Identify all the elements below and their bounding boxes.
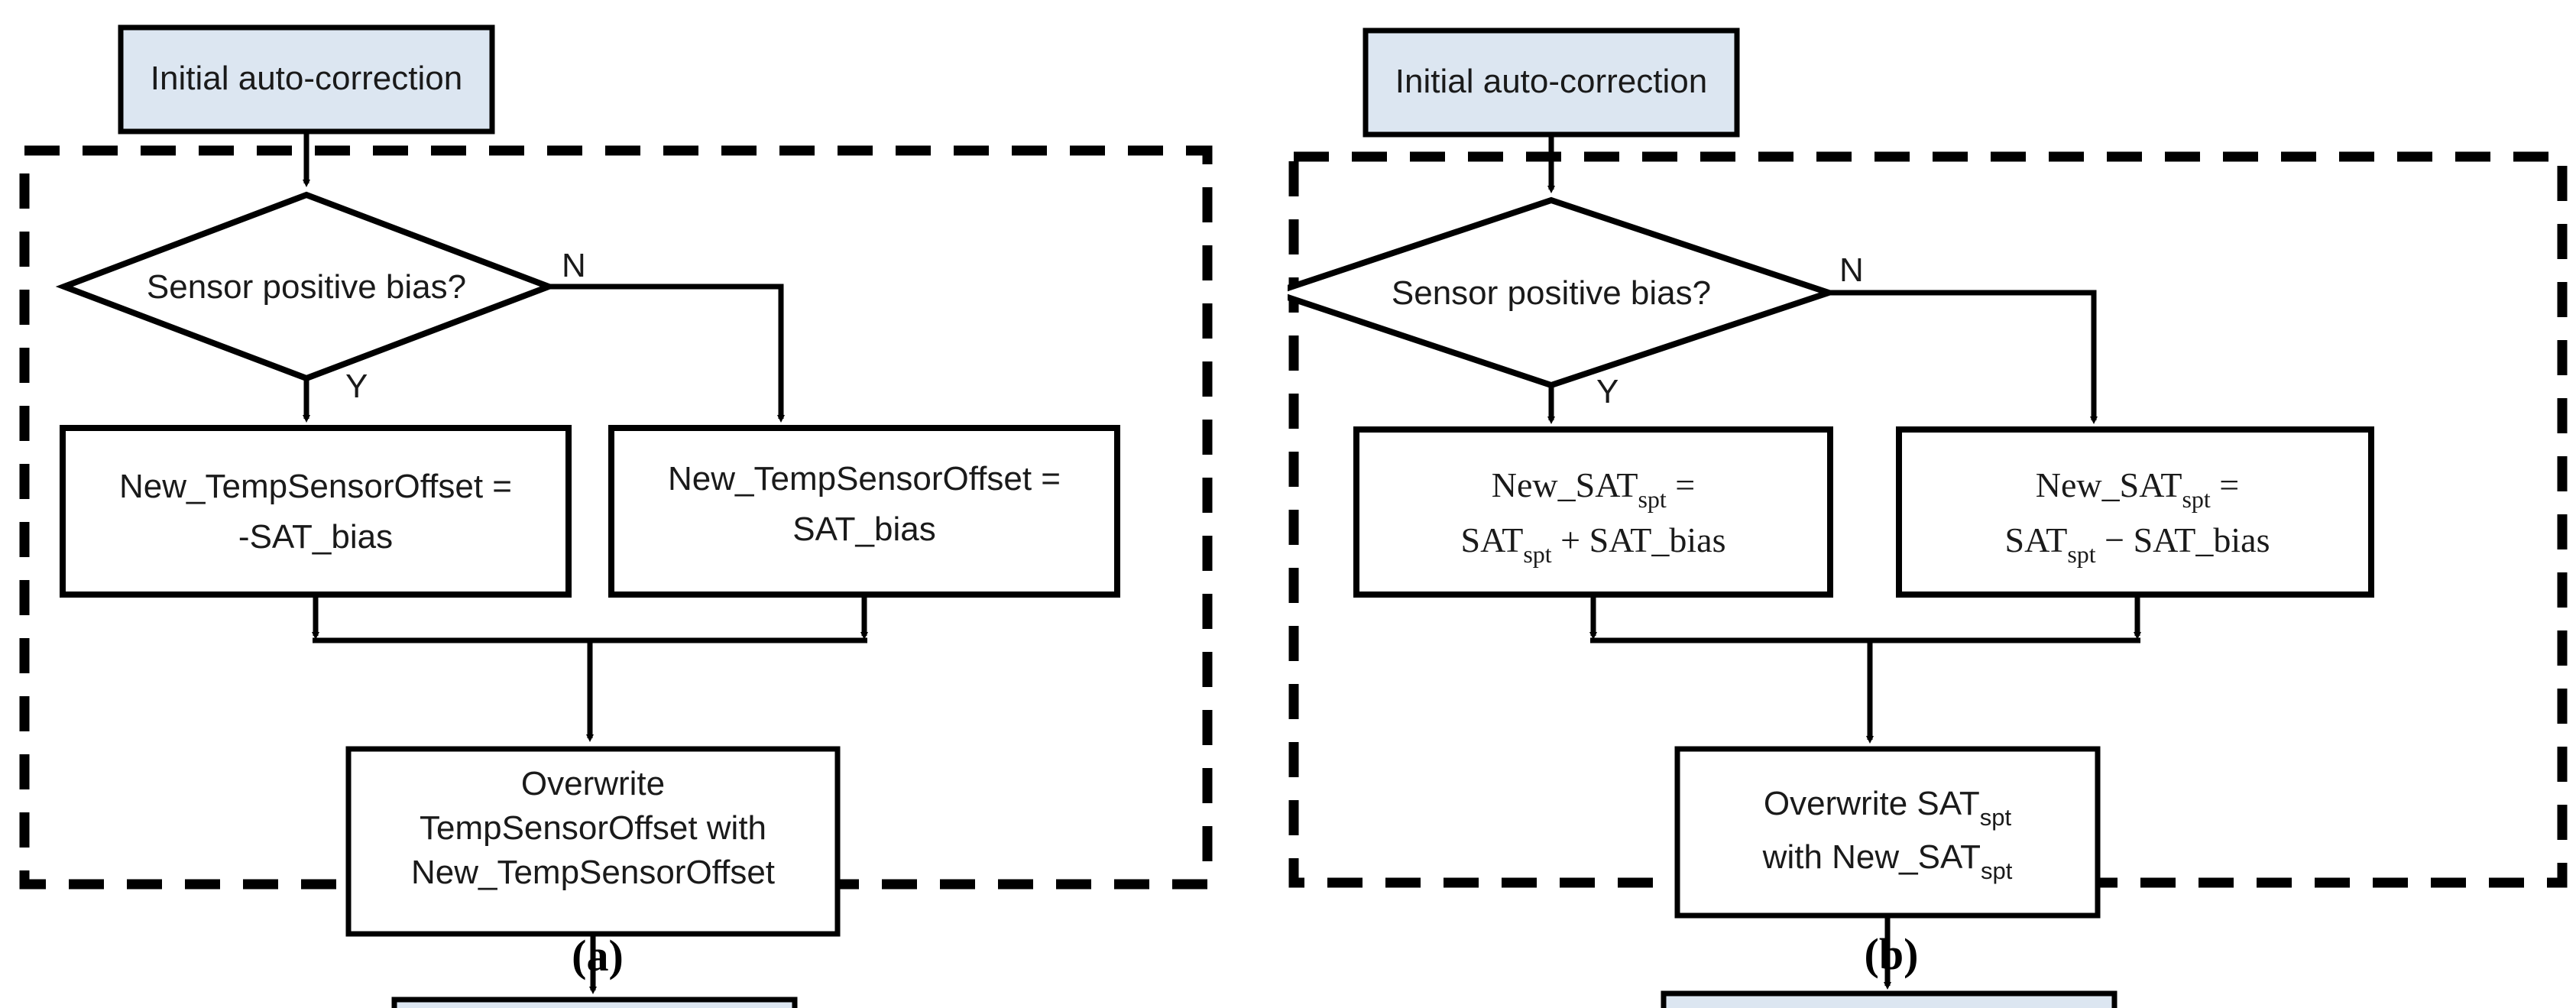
merge-line2-b: with New_SATspt	[1762, 838, 2013, 884]
process-no-line1-b: New_SATspt =	[2036, 465, 2239, 513]
pyb-l1a: New_SAT	[1492, 465, 1638, 504]
pyb-l1sub: spt	[1638, 485, 1666, 513]
start-label-a: Initial auto-correction	[151, 60, 462, 97]
branch-label-no-b: N	[1839, 251, 1864, 289]
start-box-b[interactable]	[1363, 28, 1740, 138]
pyb-l2b: + SAT_bias	[1552, 520, 1726, 559]
decision-label-b: Sensor positive bias?	[1392, 274, 1711, 312]
process-yes-line1-b: New_SATspt =	[1492, 465, 1695, 513]
panel-caption-b: (b)	[1865, 929, 1919, 979]
flowchart-panel-b: Initial auto-correction Sensor positive …	[1288, 0, 2576, 1008]
caption-svg-a: (a)	[572, 931, 624, 980]
panel-caption-a: (a)	[572, 931, 624, 980]
pnb-l1b: =	[2211, 465, 2239, 504]
pyb-l2sub: spt	[1523, 540, 1551, 568]
mb-l1a: Overwrite SAT	[1764, 785, 1980, 822]
flowchart-panel-a: Initial auto-correction Sensor positive …	[19, 24, 1213, 1008]
process-no-line2-a: SAT_bias	[792, 510, 936, 548]
merge-line1-b: Overwrite SATspt	[1764, 785, 2012, 831]
pnb-l1a: New_SAT	[2036, 465, 2182, 504]
start-label-b: Initial auto-correction	[1395, 63, 1707, 100]
process-no-line1-a: New_TempSensorOffset =	[668, 460, 1061, 498]
end-box-b[interactable]	[1661, 990, 2118, 1008]
merge-line3-a: New_TempSensorOffset	[411, 854, 775, 891]
panel-a-svg: Initial auto-correction Sensor positive …	[19, 24, 1213, 1008]
pnb-l2sub: spt	[2067, 540, 2095, 568]
process-no-box-b[interactable]	[1896, 426, 2374, 598]
process-no-line2-b: SATspt − SAT_bias	[2005, 520, 2270, 568]
process-yes-line2-a: -SAT_bias	[238, 518, 393, 556]
decision-label-a: Sensor positive bias?	[147, 268, 466, 306]
pnb-l2b: − SAT_bias	[2096, 520, 2270, 559]
edge-no-a	[549, 284, 785, 423]
mb-l2sub: spt	[1981, 857, 2013, 884]
pyb-l1b: =	[1667, 465, 1695, 504]
merge-line1-a: Overwrite	[521, 765, 665, 802]
panel-b-svg: Initial auto-correction Sensor positive …	[1288, 28, 2568, 1008]
pnb-l2a: SAT	[2005, 520, 2068, 559]
branch-label-yes-b: Y	[1596, 373, 1619, 410]
branch-label-yes-a: Y	[345, 368, 368, 405]
merge-box-a[interactable]	[345, 746, 841, 937]
end-box-a[interactable]	[391, 997, 798, 1008]
merge-line2-a: TempSensorOffset with	[420, 809, 766, 847]
process-yes-line1-a: New_TempSensorOffset =	[119, 468, 512, 505]
mb-l1sub: spt	[1980, 804, 2012, 831]
edge-no-b	[1829, 290, 2098, 424]
process-yes-line2-b: SATspt + SAT_bias	[1461, 520, 1726, 568]
process-yes-box-b[interactable]	[1353, 426, 1833, 598]
start-box-a[interactable]	[118, 24, 495, 135]
merge-box-b[interactable]	[1674, 746, 2101, 919]
caption-svg-b: (b)	[1865, 929, 1919, 979]
pnb-l1sub: spt	[2182, 485, 2210, 513]
mb-l2a: with New_SAT	[1762, 838, 1981, 876]
process-yes-box-a[interactable]	[60, 425, 572, 598]
pyb-l2a: SAT	[1461, 520, 1524, 559]
branch-label-no-a: N	[562, 247, 586, 284]
